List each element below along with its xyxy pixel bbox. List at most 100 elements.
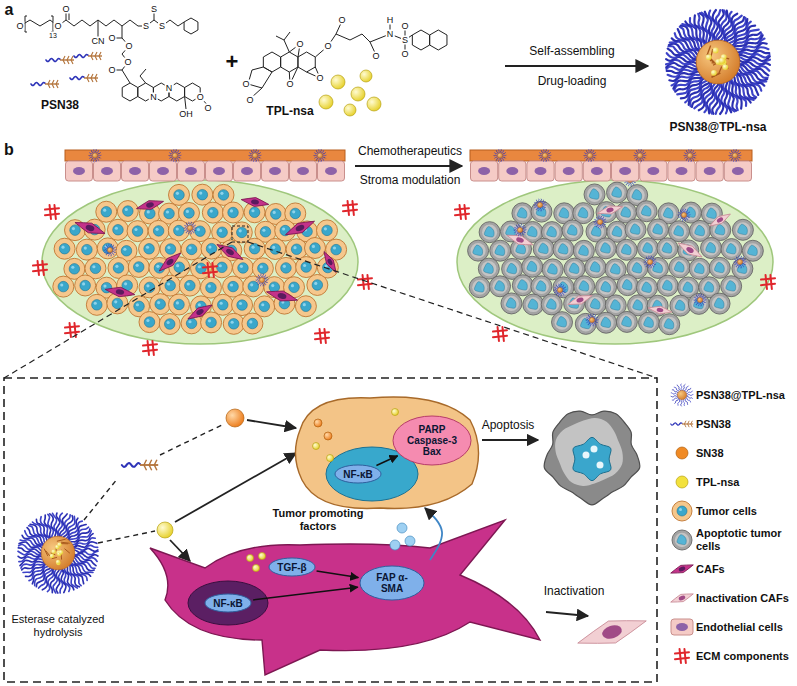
apoptotic-cell: [585, 257, 606, 278]
apoptotic-cell: [581, 318, 591, 328]
caf-cell: [277, 292, 287, 300]
tumor-cell: [230, 209, 233, 212]
apoptotic-cell: [674, 262, 684, 272]
apoptotic-cell: [525, 224, 540, 239]
tumor-cell: [231, 321, 234, 324]
tumor-cell: [247, 318, 258, 329]
apoptotic-cell: [675, 300, 685, 310]
endothelium: [478, 167, 490, 175]
tumor-cell: [174, 299, 185, 310]
ecm-symbol: [675, 658, 689, 659]
tumor-cell: [97, 238, 118, 259]
apoptotic-cell: [625, 219, 646, 240]
tumor-cell: [206, 317, 217, 328]
tumor-cell: [112, 298, 123, 309]
tumor-cell: [94, 302, 97, 305]
micelle: [683, 399, 684, 406]
apoptotic-cell: [680, 202, 701, 223]
apoptotic-cell: [737, 263, 747, 273]
tumor-cell: [159, 314, 180, 335]
ecm-symbol: [498, 327, 499, 341]
compound-name: TPL-nsa: [266, 105, 313, 119]
apoptotic-cell: [689, 258, 710, 279]
tumor-cell: [139, 312, 160, 333]
polymer-prodrug: [91, 78, 93, 82]
apoptotic-cell: [612, 187, 622, 197]
ellipse-node: NF-κB: [204, 593, 252, 613]
tumor-cell: [60, 283, 63, 286]
node-text: FAP α-SMA: [371, 572, 413, 594]
apoptotic-cell: [536, 281, 546, 291]
apoptotic-cell: [599, 315, 614, 330]
apoptotic-cell: [612, 226, 622, 236]
inset-frame: [4, 378, 657, 682]
legend-sample: [671, 619, 693, 635]
psn38-structure: [20, 11, 208, 109]
apoptotic-cell: [672, 260, 687, 275]
bond: [184, 18, 198, 34]
tumor-cell: [223, 313, 244, 334]
apoptotic-cell: [507, 263, 517, 273]
apoptotic-cell: [732, 219, 753, 240]
tumor-cell: [139, 312, 160, 333]
polymer-prodrug: [67, 56, 69, 60]
endothelium: [555, 161, 582, 181]
endothelium: [732, 167, 744, 175]
apoptotic-cell: [591, 226, 601, 236]
micelle: [681, 399, 682, 406]
caf-cell: [156, 250, 183, 275]
apoptotic-cell: [650, 222, 665, 237]
apoptotic-cell: [588, 297, 603, 312]
apoptotic-cell: [583, 452, 590, 459]
mechanism-inset: [226, 409, 244, 427]
ecm-symbol: [358, 284, 372, 285]
tumor-cell: [217, 227, 228, 238]
apoptotic-cell: [523, 294, 544, 315]
apoptotic-cell: [732, 219, 753, 240]
apoptotic-cell: [659, 314, 680, 335]
apoptotic-cell: [597, 462, 604, 469]
caf-cell: [265, 287, 299, 305]
atom-label: 13: [48, 32, 58, 39]
tumor-cell: [239, 302, 242, 305]
apoptotic-cell: [607, 182, 628, 203]
tumor-cell: [54, 238, 75, 259]
apoptotic-cell: [724, 279, 739, 294]
mechanism-inset: [327, 455, 334, 462]
mechanism-inset: [324, 432, 332, 440]
apoptotic-cell: [644, 317, 654, 327]
connector: [317, 571, 359, 578]
legend-text: CAFs: [696, 563, 794, 576]
endothelium: [178, 161, 205, 181]
apoptotic-cell: [638, 312, 659, 333]
tumor-cell: [275, 257, 296, 278]
endothelium: [65, 150, 345, 181]
mechanism-inset: [18, 397, 650, 675]
endothelium: [66, 161, 93, 181]
micelle: [674, 387, 679, 392]
endothelium: [668, 161, 695, 181]
tumor-cell: [251, 246, 254, 249]
polymer-prodrug: [52, 84, 54, 88]
apoptotic-cell: [579, 245, 589, 255]
arrow-label: Drug-loading: [538, 75, 607, 89]
apoptotic-cell: [639, 280, 654, 295]
apoptotic-cell: [589, 224, 604, 239]
endothelium: [640, 161, 667, 181]
tumor-cell: [292, 210, 295, 213]
ecm-symbol: [38, 261, 39, 275]
tumor-cell: [228, 319, 239, 330]
tumor-cell: [201, 238, 222, 259]
tumor-cell: [69, 264, 80, 275]
apoptotic-cell: [468, 240, 489, 261]
micelle: [56, 560, 60, 564]
tumor-cell: [150, 294, 171, 315]
tumor-cell: [244, 238, 265, 259]
tumor-cell: [223, 313, 244, 334]
polymer-prodrug: [95, 78, 97, 82]
apoptotic-cell: [590, 299, 600, 309]
tumor-cell: [271, 284, 274, 287]
tumor-cell: [134, 228, 137, 231]
step-note: Tumor promoting factors: [263, 507, 373, 532]
